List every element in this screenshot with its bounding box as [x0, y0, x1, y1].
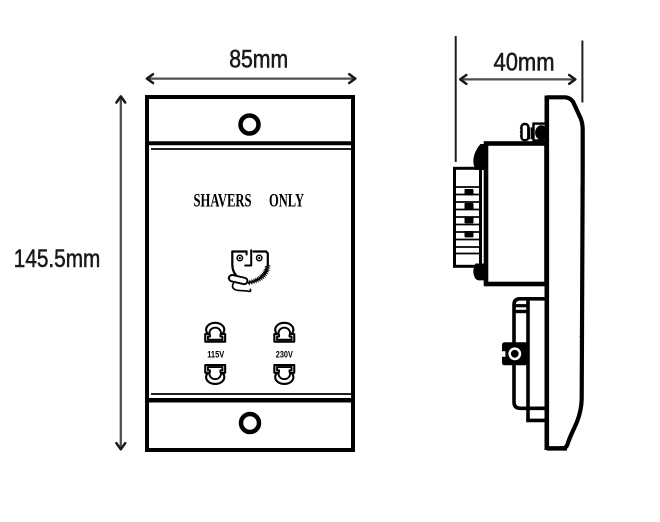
svg-text:ONLY: ONLY [269, 191, 304, 212]
svg-text:85mm: 85mm [229, 46, 288, 74]
svg-text:40mm: 40mm [494, 49, 555, 77]
svg-text:230V: 230V [276, 349, 294, 360]
svg-text:SHAVERS: SHAVERS [194, 191, 252, 212]
svg-text:145.5mm: 145.5mm [14, 245, 101, 273]
svg-text:115V: 115V [207, 349, 225, 360]
